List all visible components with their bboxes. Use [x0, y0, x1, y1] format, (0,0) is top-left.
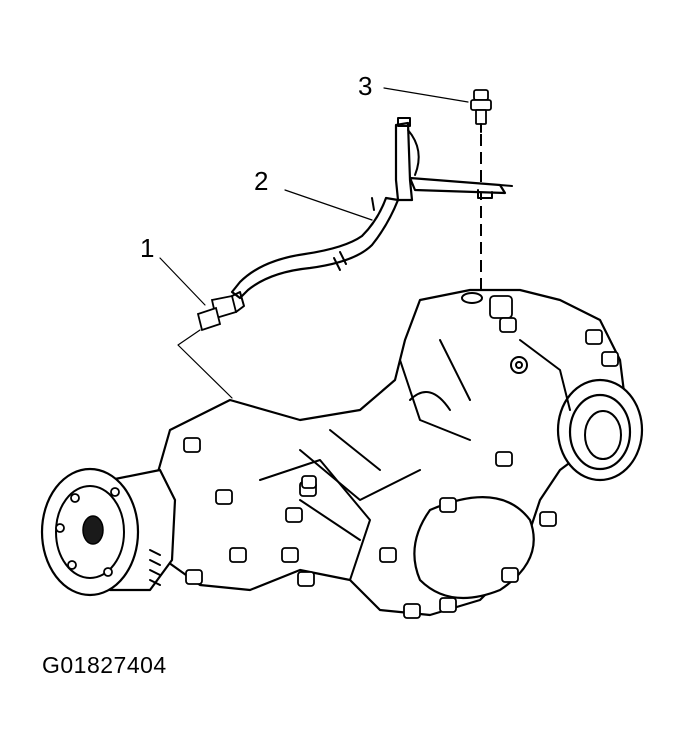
hose-connector-part-1	[196, 291, 245, 332]
leader-lines	[159, 87, 469, 399]
callout-3: 3	[358, 71, 373, 101]
leader-line-3	[383, 87, 469, 103]
figure-id-label: G01827404	[42, 652, 167, 678]
pinion-flange	[40, 467, 177, 597]
vent-hose-part-2	[230, 117, 513, 300]
callout-2: 2	[254, 166, 269, 196]
leader-line-2	[284, 189, 373, 221]
vent-fitting-part-3	[470, 89, 492, 133]
differential-housing	[148, 288, 644, 619]
callout-1: 1	[140, 233, 155, 263]
housing-bolts	[183, 317, 619, 619]
hose-routing-line	[177, 329, 233, 399]
leader-line-1	[159, 257, 206, 306]
